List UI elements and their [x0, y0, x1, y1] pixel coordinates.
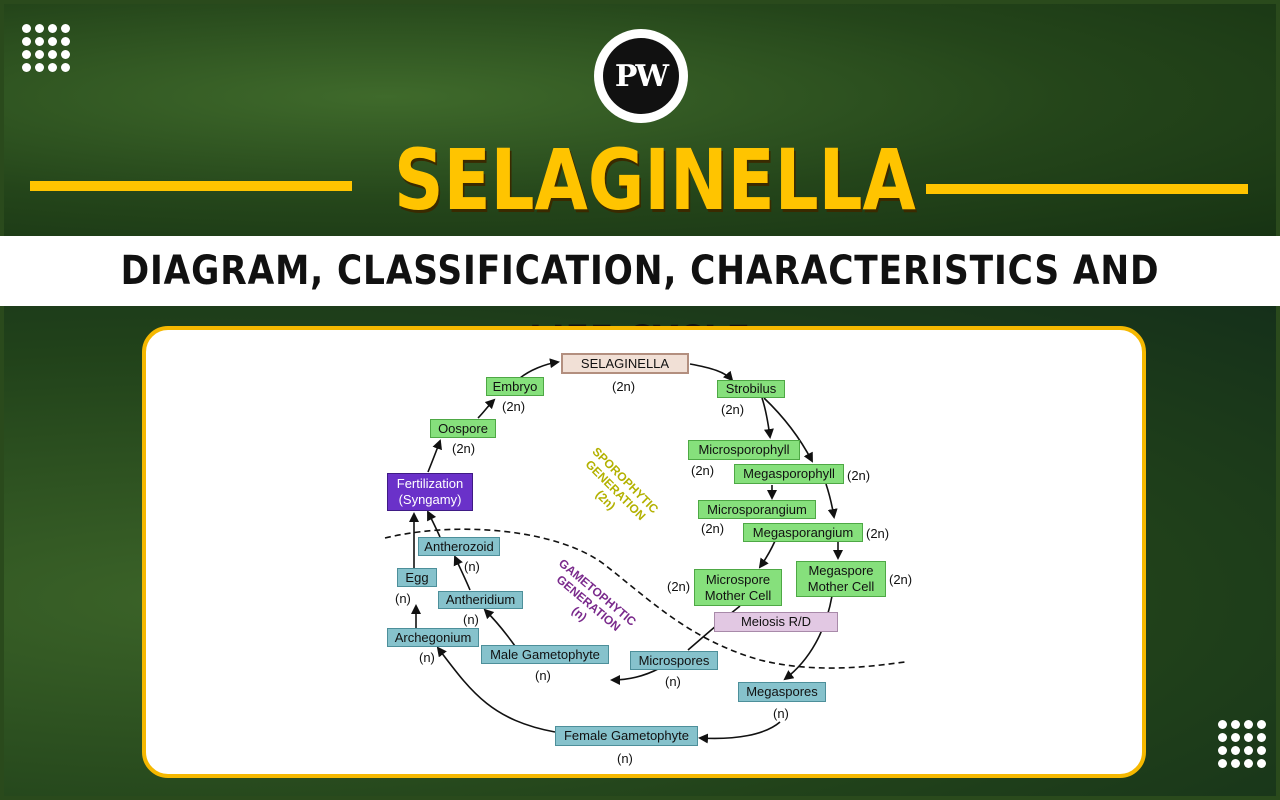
megaspores-node: Megaspores [738, 682, 826, 702]
antheridium-ploidy: (n) [463, 612, 479, 627]
pw-logo: PW [594, 29, 688, 123]
egg-ploidy: (n) [395, 591, 411, 606]
page-subtitle: DIAGRAM, CLASSIFICATION, CHARACTERISTICS… [120, 248, 1160, 364]
microsporangium-ploidy: (2n) [701, 521, 725, 536]
archegonium-node: Archegonium [387, 628, 479, 647]
microspore-mother-cell-ploidy: (2n) [667, 579, 691, 594]
title-rule-left [30, 181, 352, 191]
antheridium-node: Antheridium [438, 591, 523, 609]
male-gametophyte-ploidy: (n) [535, 668, 551, 683]
antherozoid-ploidy: (n) [464, 559, 480, 574]
fertilization-line2: (Syngamy) [398, 491, 462, 507]
megasporangium-node: Megasporangium [743, 523, 863, 542]
diagram-card [142, 326, 1146, 778]
megaspore-mother-cell-node: Megaspore Mother Cell [796, 561, 886, 597]
microspore-mother-cell-line1: Microspore [705, 572, 771, 587]
fertilization-node: Fertilization (Syngamy) [387, 473, 473, 511]
female-gametophyte-ploidy: (n) [617, 751, 633, 766]
embryo-ploidy: (2n) [502, 399, 526, 414]
female-gametophyte-node: Female Gametophyte [555, 726, 698, 746]
microsporophyll-node: Microsporophyll [688, 440, 800, 460]
oospore-ploidy: (2n) [452, 441, 476, 456]
microsporophyll-ploidy: (2n) [691, 463, 715, 478]
dot-grid-decoration [22, 24, 70, 72]
fertilization-line1: Fertilization [396, 476, 464, 491]
megaspores-ploidy: (n) [773, 706, 789, 721]
megaspore-mother-cell-ploidy: (2n) [889, 572, 913, 587]
male-gametophyte-node: Male Gametophyte [481, 645, 609, 664]
microsporangium-node: Microsporangium [698, 500, 816, 519]
selaginella-node: SELAGINELLA [561, 353, 689, 374]
strobilus-node: Strobilus [717, 380, 785, 398]
megasporophyll-ploidy: (2n) [847, 468, 871, 483]
meiosis-node: Meiosis R/D [714, 612, 838, 632]
strobilus-ploidy: (2n) [721, 402, 745, 417]
megaspore-mother-cell-line1: Megaspore [808, 563, 874, 578]
title-rule-right [926, 184, 1248, 194]
microspores-ploidy: (n) [665, 674, 681, 689]
egg-node: Egg [397, 568, 437, 587]
subtitle-strip [0, 236, 1280, 306]
microspore-mother-cell-line2: Mother Cell [704, 587, 772, 603]
archegonium-ploidy: (n) [419, 650, 435, 665]
oospore-node: Oospore [430, 419, 496, 438]
microspore-mother-cell-node: Microspore Mother Cell [694, 569, 782, 606]
embryo-node: Embryo [486, 377, 544, 396]
page-title: SELAGINELLA [394, 131, 916, 229]
megaspore-mother-cell-line2: Mother Cell [807, 578, 875, 594]
antherozoid-node: Antherozoid [418, 537, 500, 556]
dot-grid-decoration [1218, 720, 1266, 768]
microspores-node: Microspores [630, 651, 718, 670]
logo-text: PW [614, 58, 669, 94]
megasporophyll-node: Megasporophyll [734, 464, 844, 484]
selaginella-ploidy: (2n) [612, 379, 636, 394]
megasporangium-ploidy: (2n) [866, 526, 890, 541]
